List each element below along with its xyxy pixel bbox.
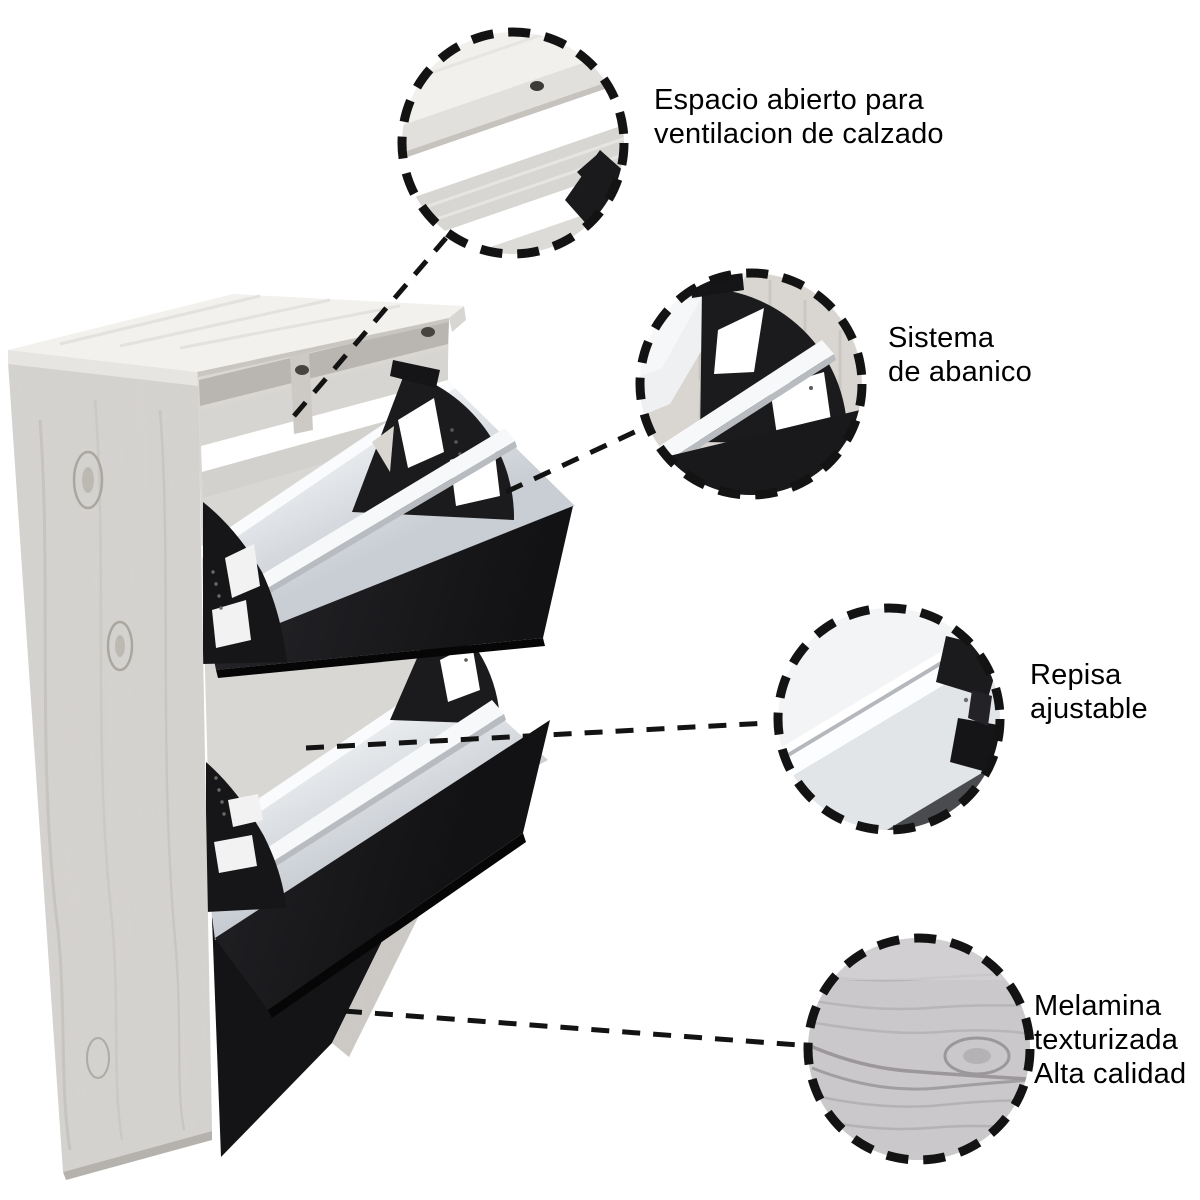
callout-circle-melamine: [803, 933, 1035, 1165]
side-panel: [8, 362, 212, 1180]
callout-circle-fan-system: [635, 268, 867, 500]
shelf-surface: [212, 506, 573, 670]
callout-circle-ventilation: [397, 27, 629, 259]
wood-knot: [86, 1037, 110, 1079]
callout-line-adjustable-shelf: [305, 720, 769, 751]
callout-line-melamine: [343, 1008, 800, 1048]
label-ventilation: Espacio abierto para ventilacion de calz…: [654, 84, 944, 150]
callout-line-ventilation: [292, 236, 448, 418]
wood-knot: [943, 1036, 1011, 1076]
shoe-cabinet: [8, 294, 575, 1180]
fan-bracket: [203, 502, 287, 664]
cabinet-top: [8, 294, 466, 386]
drawer-2-open: [200, 598, 550, 1018]
ventilation-hole: [421, 327, 435, 337]
wood-knot: [106, 620, 134, 672]
ventilation-hole: [295, 365, 309, 375]
shelf-surface: [215, 720, 550, 1010]
fan-bracket: [206, 762, 286, 912]
label-fan-system: Sistema de abanico: [888, 322, 1032, 388]
wood-knot: [72, 450, 104, 510]
callout-circle-adjustable-shelf: [773, 603, 1005, 835]
label-melamine: Melamina texturizada Alta calidad: [1034, 990, 1187, 1090]
ventilation-hole: [530, 81, 544, 91]
drawer-1-open: [199, 360, 575, 678]
label-adjustable-shelf: Repisa ajustable: [1030, 659, 1148, 725]
callout-line-fan-system: [504, 426, 643, 495]
